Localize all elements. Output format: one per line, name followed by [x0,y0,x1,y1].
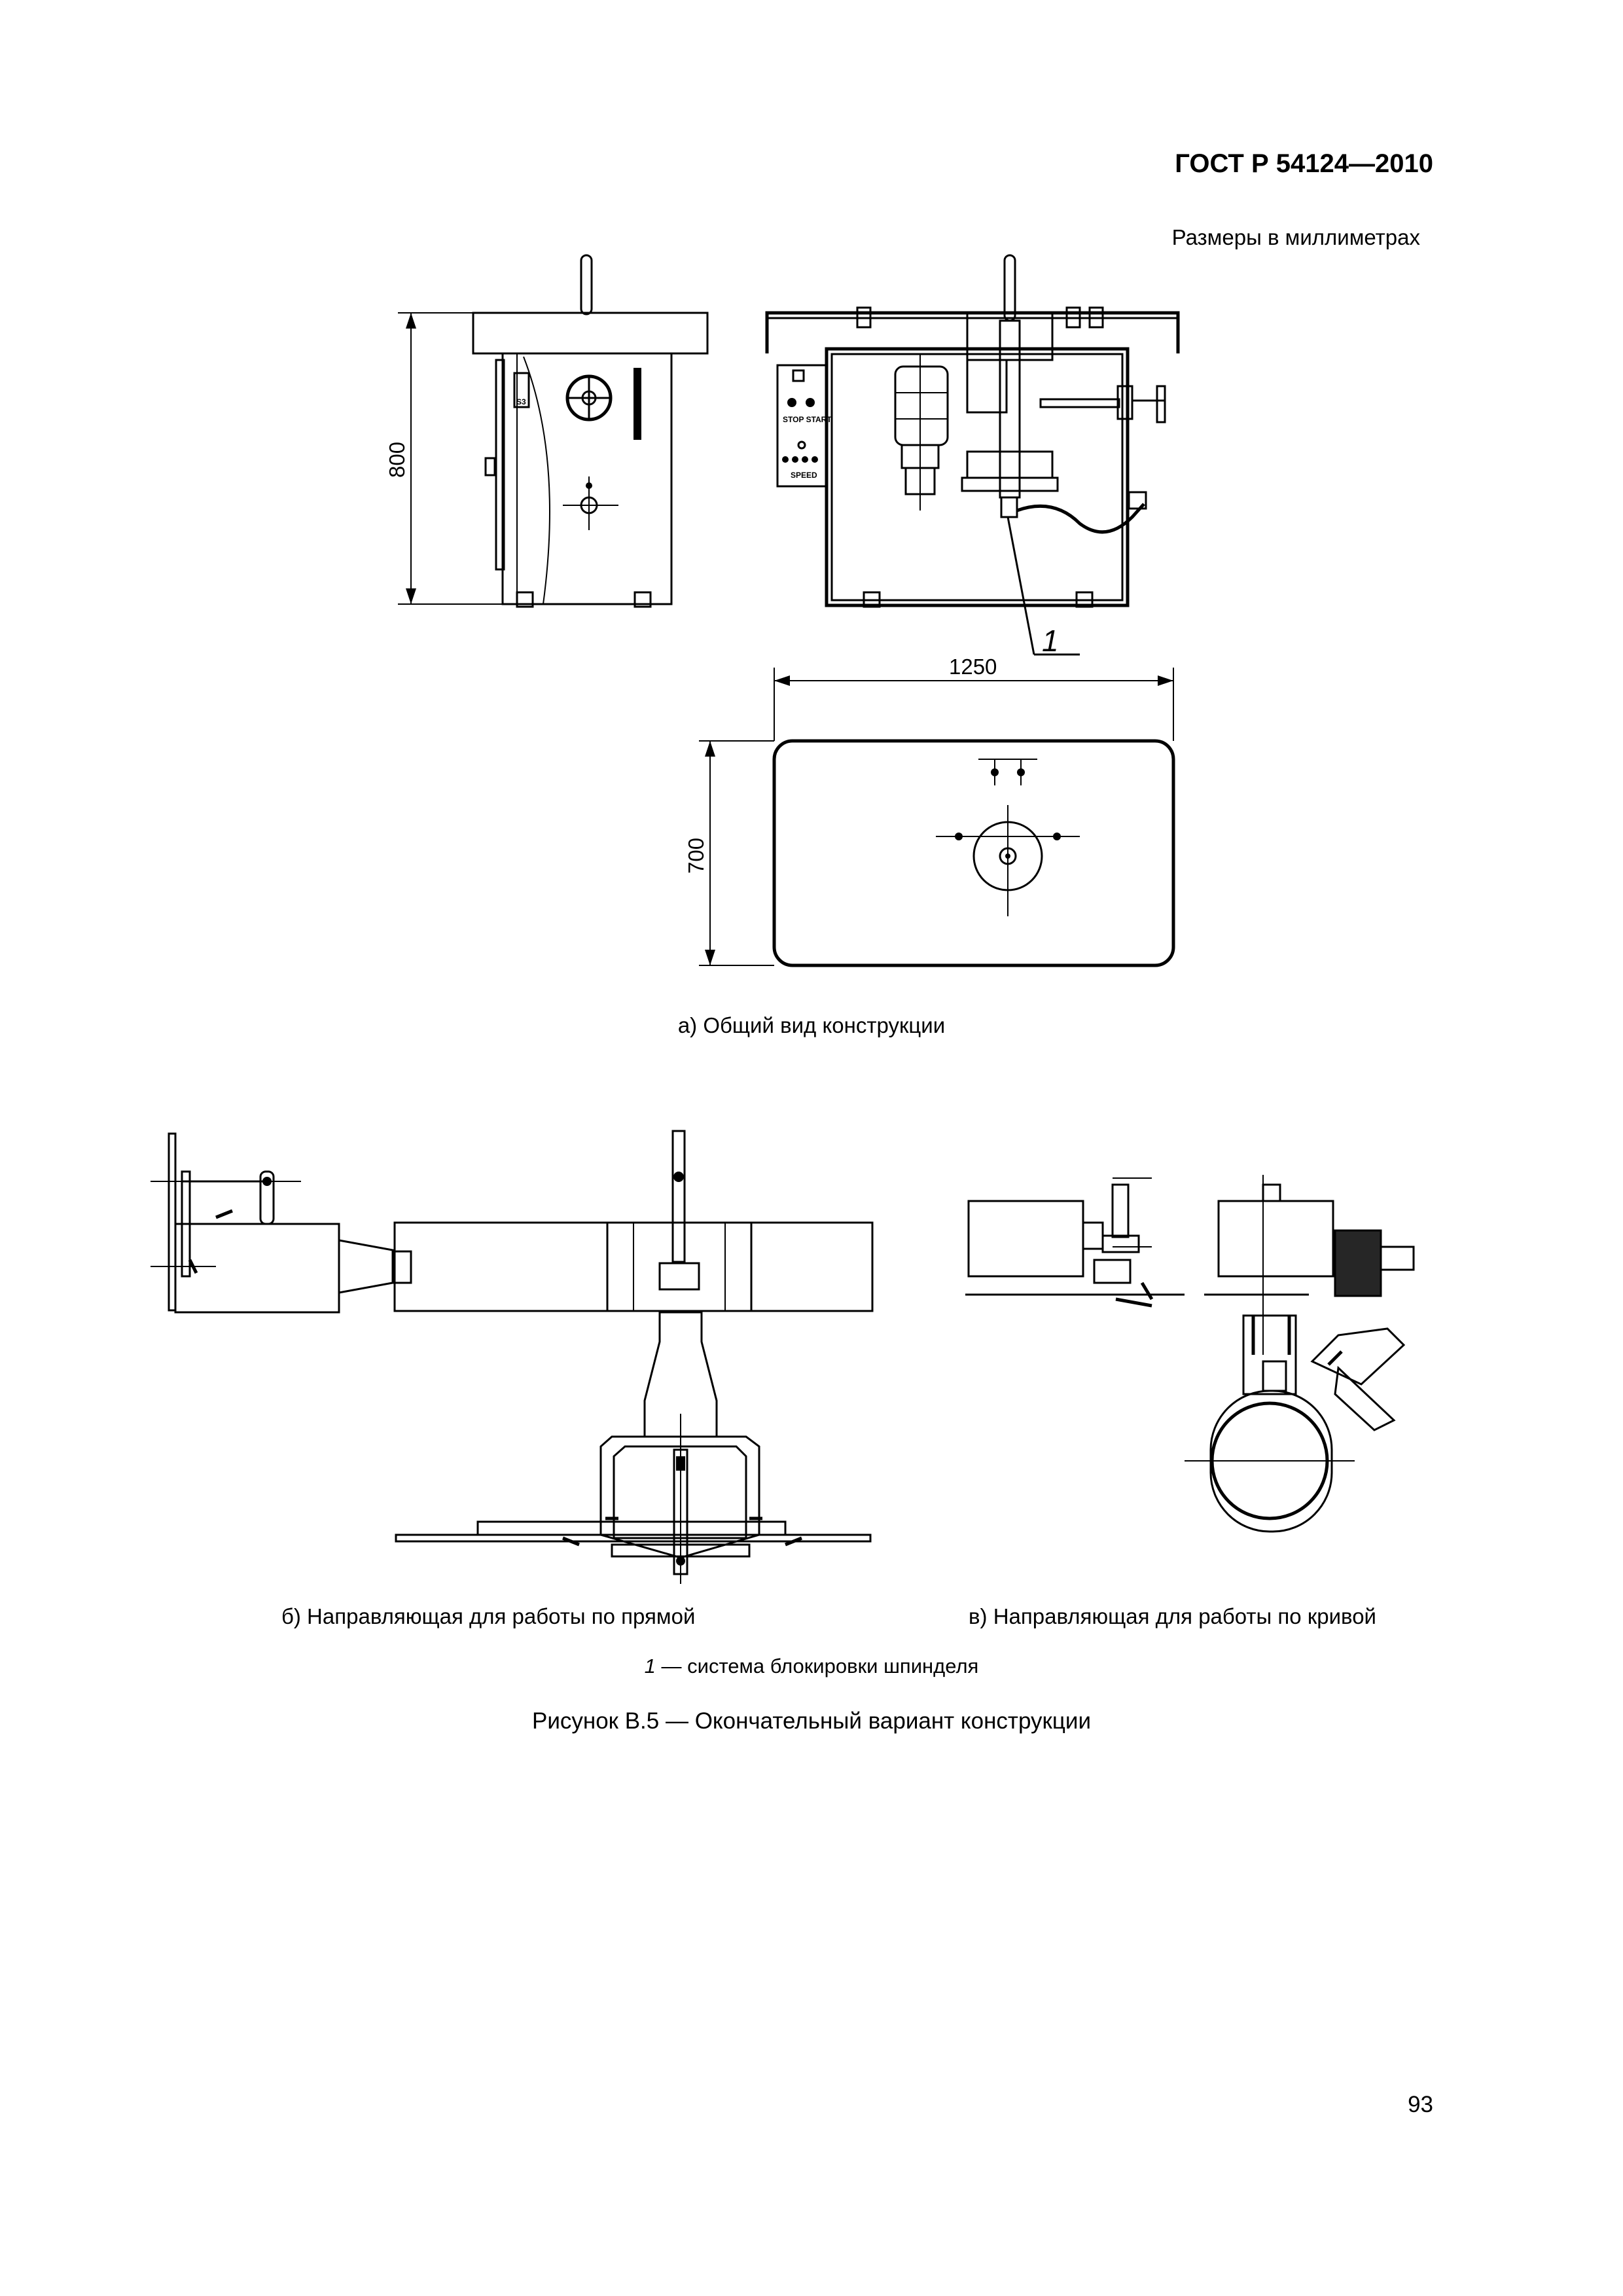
side-view: S3 800 [385,254,709,608]
callout-1: 1 [1042,624,1059,658]
legend-text: — система блокировки шпинделя [655,1655,979,1677]
units-note: Размеры в миллиметрах [1171,225,1420,249]
document-header: ГОСТ Р 54124—2010 [1175,149,1433,178]
dimension-width: 700 [684,838,708,874]
panel-speed-label: SPEED [791,471,817,480]
panel-stop-start-label: STOP START [783,415,832,424]
figure-caption: Рисунок В.5 — Окончательный вариант конс… [531,1708,1091,1734]
dimension-height: 800 [385,442,409,478]
caption-a: а) Общий вид конструкции [677,1013,946,1037]
plan-view: 1250 700 [684,655,1175,967]
panel-s3-label: S3 [516,397,526,406]
caption-v: в) Направляющая для работы по кривой [969,1604,1376,1628]
legend-number: 1 [644,1655,656,1677]
curve-guide-views [965,1175,1415,1533]
legend: 1 — система блокировки шпинделя [0,1655,1623,1678]
caption-b: б) Направляющая для работы по прямой [281,1604,696,1628]
front-section-view: STOP START SPEED 1 [765,254,1180,658]
dimension-length: 1250 [949,655,997,679]
straight-guide-views [151,1130,874,1584]
page-number: 93 [1408,2092,1433,2117]
